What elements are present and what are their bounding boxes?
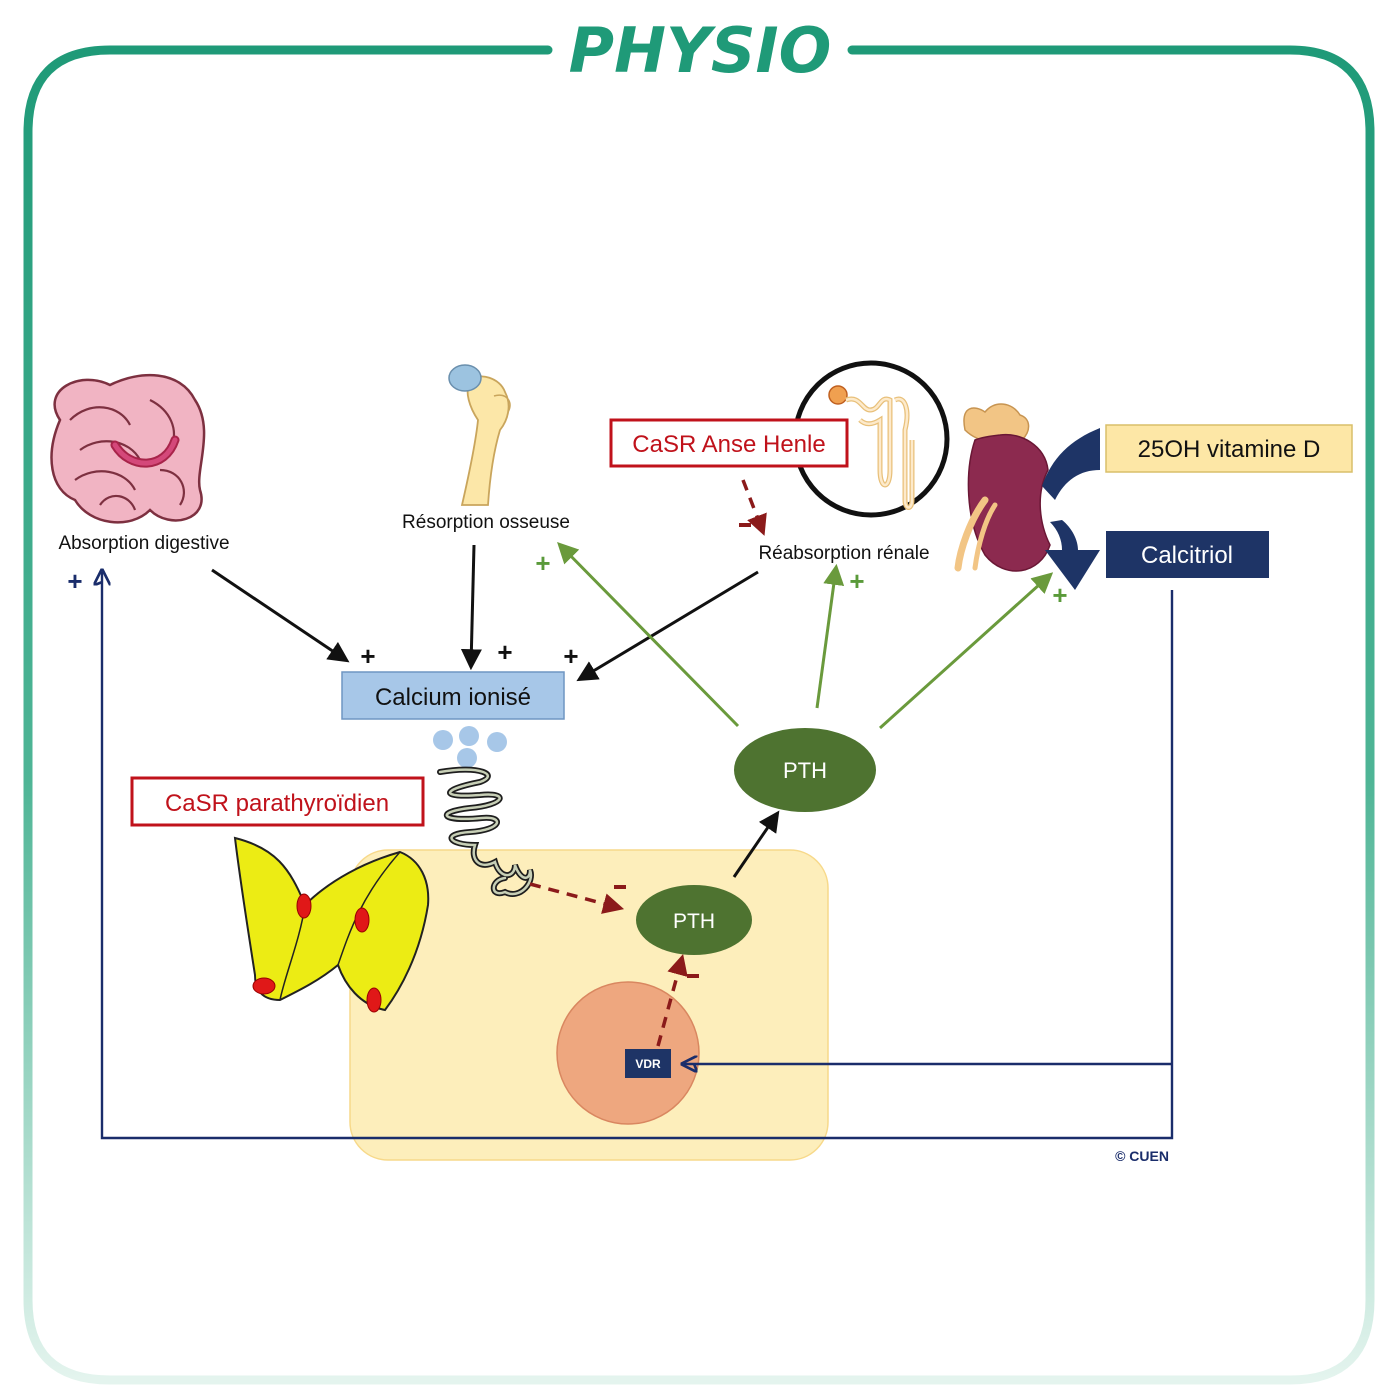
calcium-input-arrows (211, 544, 780, 878)
plus-sign: + (563, 641, 578, 671)
plus-sign: + (1052, 580, 1067, 610)
minus-sign (739, 523, 751, 527)
casr-parathyroid-label: CaSR parathyroïdien (165, 790, 389, 817)
plus-sign: + (360, 641, 375, 671)
calcium-ionise-box: Calcium ionisé (341, 671, 565, 720)
minus-sign (614, 885, 626, 889)
pth-intracellular-node: PTH (636, 885, 752, 955)
intestine-icon (50, 374, 206, 524)
page-frame (23, 45, 1375, 1385)
pth-inner-label: PTH (673, 910, 715, 933)
calcium-ion (457, 748, 477, 768)
pth-action-arrows (557, 542, 1054, 730)
plus-sign: + (849, 566, 864, 596)
vitamin-d-conversion-arrows (1042, 428, 1100, 590)
casr-henle-label: CaSR Anse Henle (632, 431, 825, 458)
plus-sign: + (497, 637, 512, 667)
effect-signs: + + + + + + + (67, 523, 1068, 978)
plus-sign: + (67, 566, 82, 596)
pth-secreted-node: PTH (734, 728, 876, 812)
resorption-label: Résorption osseuse (402, 512, 570, 533)
calcitriol-box: Calcitriol (1106, 531, 1269, 578)
casr-receptor-icon (433, 726, 534, 897)
vdr-label: VDR (635, 1057, 661, 1071)
plus-sign: + (535, 548, 550, 578)
copyright-label: © CUEN (1115, 1148, 1169, 1164)
nephron-icon (792, 360, 950, 518)
vitamin-d-label: 25OH vitamine D (1138, 436, 1321, 463)
inhibition-arrows (529, 479, 767, 1047)
vdr-receptor-box: VDR (625, 1049, 671, 1078)
kidney-adrenal-icon (954, 403, 1051, 572)
femur-bone-icon (448, 364, 511, 506)
absorption-label: Absorption digestive (58, 533, 229, 554)
pth-outer-label: PTH (783, 758, 827, 783)
casr-henle-box: CaSR Anse Henle (609, 418, 849, 468)
header-title: PHYSIO (569, 14, 832, 87)
calcitriol-label: Calcitriol (1141, 542, 1233, 569)
reabsorption-label: Réabsorption rénale (758, 543, 929, 564)
calcium-ion (487, 732, 507, 752)
calcium-ion (433, 730, 453, 750)
parathyroid-gland-icon (233, 836, 430, 1013)
vitamin-d-box: 25OH vitamine D (1105, 424, 1353, 473)
casr-parathyroid-box: CaSR parathyroïdien (130, 776, 425, 827)
calcium-ion (459, 726, 479, 746)
minus-sign (687, 974, 699, 978)
calcitriol-feedback-lines (102, 572, 1174, 1140)
calcium-label: Calcium ionisé (375, 684, 531, 711)
